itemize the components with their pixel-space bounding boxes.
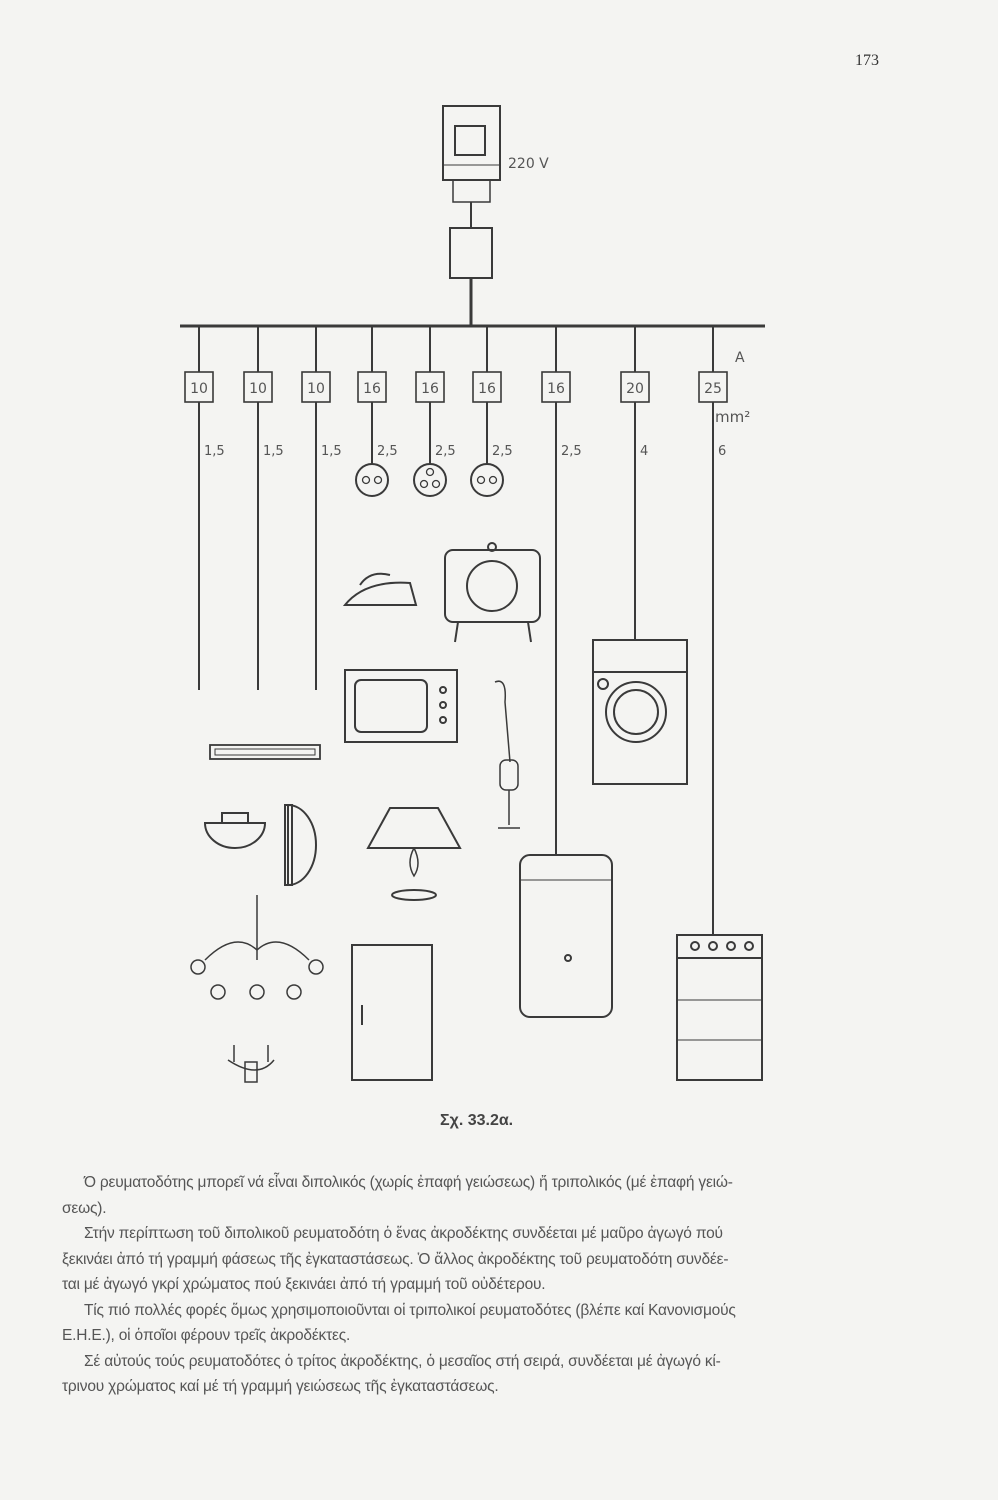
circuit-9: 25 6 xyxy=(698,326,728,935)
text-line: Σέ αὐτούς τούς ρευματοδότες ὁ τρίτος ἀκρ… xyxy=(84,1352,721,1370)
refrigerator-icon xyxy=(351,944,433,1081)
circuit-6: 162,5 xyxy=(470,326,513,497)
fuse-rating: 10 xyxy=(307,381,325,397)
water-heater-icon xyxy=(519,854,613,1018)
vacuum-cleaner-icon xyxy=(494,680,520,829)
wire-section: 1,5 xyxy=(204,444,225,459)
fuse-rating: 16 xyxy=(421,381,439,397)
fuse-rating: 10 xyxy=(249,381,267,397)
wire-section: 2,5 xyxy=(561,444,582,459)
television-icon xyxy=(344,669,458,743)
chandelier-icon xyxy=(190,895,324,1000)
wall-light-icon xyxy=(284,803,317,887)
supply-voltage: 220 V xyxy=(508,156,549,172)
wiring-diagram: 220 V A mm² 101,5101,5101,5162,5162,5162… xyxy=(180,105,765,1083)
socket-outlet-icon xyxy=(355,463,389,497)
text-line: Ό ρευματοδότης μπορεῖ νά εἶναι διπολικός… xyxy=(84,1174,733,1191)
circuit-8: 20 4 xyxy=(620,326,650,640)
fluorescent-lamp-icon xyxy=(209,744,321,760)
wire-section: 1,5 xyxy=(321,444,342,459)
wire-section: 6 xyxy=(718,444,726,459)
text-line: ξεκινάει ἀπό τή γραμμή φάσεως τῆς ἐγκατα… xyxy=(62,1250,729,1268)
fuse-rating: 10 xyxy=(190,381,208,397)
circuit-7: 162,5 xyxy=(541,326,582,855)
socket-outlet-icon xyxy=(470,463,504,497)
wire-section: 4 xyxy=(640,444,648,459)
main-switch xyxy=(449,227,493,279)
body-text: Ό ρευματοδότης μπορεῖ νά εἶναι διπολικός… xyxy=(62,1170,912,1400)
fuse-rating: 20 xyxy=(626,381,644,397)
socket-outlet-icon xyxy=(413,463,447,497)
wire-section: 2,5 xyxy=(435,444,456,459)
wire-section: 2,5 xyxy=(492,444,513,459)
wire-section: 2,5 xyxy=(377,444,398,459)
fuse-rating: 16 xyxy=(363,381,381,397)
electric-stove-icon xyxy=(676,934,763,1081)
circuit-3: 101,5 xyxy=(301,326,342,690)
washing-machine-icon xyxy=(592,639,688,785)
table-lamp-icon xyxy=(366,807,462,901)
circuit-2: 101,5 xyxy=(243,326,284,690)
page-number: 173 xyxy=(855,52,879,69)
ceiling-light-icon xyxy=(203,812,267,849)
circuit-1: 101,5 xyxy=(184,326,225,690)
text-line: Τίς πιό πολλές φορές ὅμως χρησιμοποιοῦντ… xyxy=(84,1301,736,1319)
figure-caption: Σχ. 33.2α. xyxy=(440,1112,514,1129)
candelabra-icon xyxy=(227,1045,275,1083)
text-line: σεως). xyxy=(62,1199,107,1217)
iron-icon xyxy=(342,572,418,606)
electricity-meter xyxy=(442,105,501,203)
fuse-rating: 25 xyxy=(704,381,722,397)
heater-fan-icon xyxy=(444,542,541,643)
text-line: τρινου χρώματος καί μέ τή γραμμή γειώσεω… xyxy=(62,1378,499,1395)
text-line: Ε.Η.Ε.), οἱ ὁποῖοι φέρουν τρεῖς ἀκροδέκτ… xyxy=(62,1327,351,1344)
unit-section: mm² xyxy=(715,408,750,426)
circuit-5: 162,5 xyxy=(413,326,456,497)
text-line: ται μέ ἀγωγό γκρί χρώματος πού ξεκινάει … xyxy=(62,1276,546,1293)
unit-current: A xyxy=(735,350,745,366)
circuit-4: 162,5 xyxy=(355,326,398,497)
fuse-rating: 16 xyxy=(547,381,565,397)
wire-section: 1,5 xyxy=(263,444,284,459)
fuse-rating: 16 xyxy=(478,381,496,397)
text-line: Στήν περίπτωση τοῦ διπολικοῦ ρευματοδότη… xyxy=(84,1225,723,1242)
